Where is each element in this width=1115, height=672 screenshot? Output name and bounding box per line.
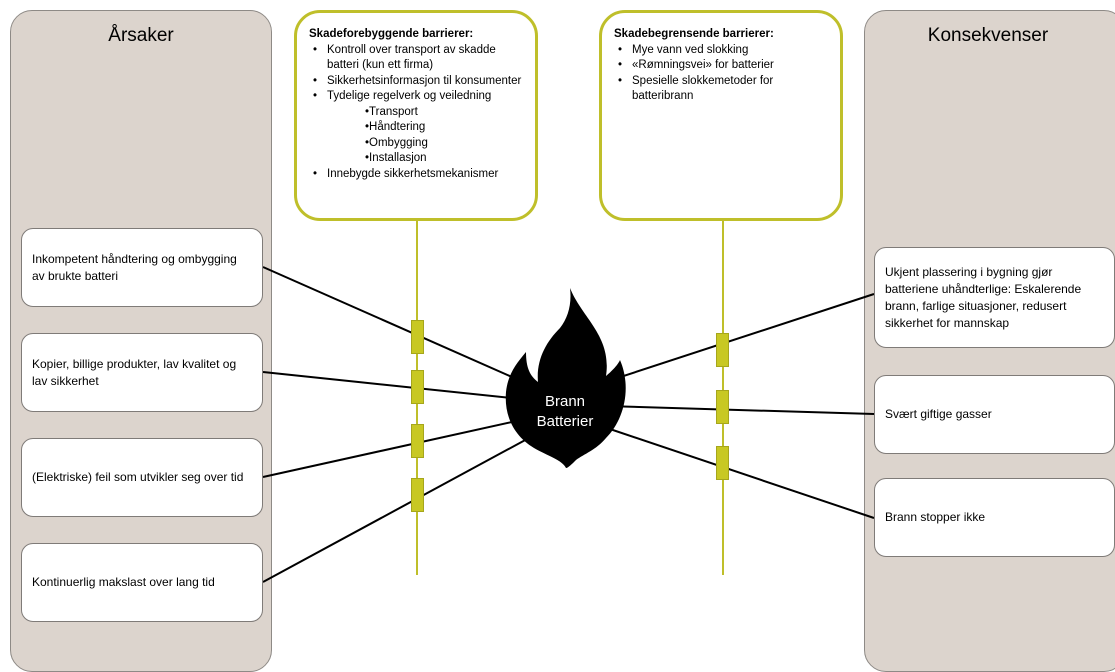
list-item: Sikkerhetsinformasjon til konsumenter: [309, 74, 525, 90]
barrier-block: [411, 424, 424, 458]
list-subitem: •Håndtering: [365, 121, 426, 133]
list-subitem: •Ombygging: [365, 136, 428, 149]
mitigating-barriers-title: Skadebegrensende barrierer:: [614, 28, 774, 40]
top-event-label: Brann Batterier: [520, 392, 610, 432]
causes-title: Årsaker: [108, 25, 174, 46]
barrier-block: [411, 478, 424, 512]
preventive-barriers-box: Skadeforebyggende barrierer: Kontroll ov…: [294, 10, 538, 221]
cause-line-4: [262, 431, 541, 583]
cause-text: (Elektriske) feil som utvikler seg over …: [32, 470, 244, 484]
cause-box: Kontinuerlig makslast over lang tid: [21, 543, 263, 622]
cause-box: Inkompetent håndtering og ombygging av b…: [21, 228, 263, 307]
list-item: Innebygde sikkerhetsmekanismer: [309, 167, 525, 183]
connector-lines: [262, 266, 875, 583]
list-item: Tydelige regelverk og veiledning: [309, 89, 525, 105]
top-event-line2: Batterier: [536, 413, 594, 430]
cause-text: Kontinuerlig makslast over lang tid: [32, 575, 215, 589]
barrier-block: [716, 446, 729, 480]
consequence-box: Brann stopper ikke: [874, 478, 1115, 557]
list-subitem: •Transport: [365, 105, 418, 118]
preventive-barriers-title: Skadeforebyggende barrierer:: [309, 28, 474, 40]
preventive-barriers-list-end: Innebygde sikkerhetsmekanismer: [309, 167, 525, 183]
mitigating-barriers-list: Mye vann ved slokking «Rømningsvei» for …: [614, 43, 830, 105]
consequence-text: Brann stopper ikke: [885, 510, 986, 524]
consequence-box: Svært giftige gasser: [874, 375, 1115, 454]
flame-icon: [505, 288, 626, 468]
list-item: Mye vann ved slokking: [614, 43, 830, 59]
consequence-text: Svært giftige gasser: [885, 407, 992, 421]
consequence-line-1: [595, 293, 875, 386]
list-item: Spesielle slokkemetoder for batteribrann: [614, 74, 830, 105]
list-item: «Rømningsvei» for batterier: [614, 58, 830, 74]
cause-line-1: [262, 266, 531, 386]
barrier-block: [411, 370, 424, 404]
consequence-box: Ukjent plassering i bygning gjør batteri…: [874, 247, 1115, 348]
cause-box: Kopier, billige produkter, lav kvalitet …: [21, 333, 263, 412]
cause-text: Inkompetent håndtering og ombygging av b…: [32, 251, 237, 283]
barrier-block: [716, 390, 729, 424]
mitigating-barriers-box: Skadebegrensende barrierer: Mye vann ved…: [599, 10, 843, 221]
consequence-text: Ukjent plassering i bygning gjør batteri…: [885, 264, 1082, 330]
consequence-line-3: [597, 424, 875, 519]
cause-line-3: [262, 417, 531, 478]
preventive-barriers-list: Kontroll over transport av skadde batter…: [309, 43, 525, 105]
barrier-block: [411, 320, 424, 354]
top-event-line1: Brann: [544, 393, 586, 410]
consequences-title: Konsekvenser: [927, 25, 1049, 46]
barrier-block: [716, 333, 729, 367]
list-subitem: •Installasjon: [365, 152, 427, 164]
cause-box: (Elektriske) feil som utvikler seg over …: [21, 438, 263, 517]
cause-text: Kopier, billige produkter, lav kvalitet …: [32, 356, 237, 388]
list-item: Kontroll over transport av skadde batter…: [309, 43, 525, 74]
cause-line-2: [262, 371, 531, 401]
consequence-line-2: [604, 405, 875, 415]
